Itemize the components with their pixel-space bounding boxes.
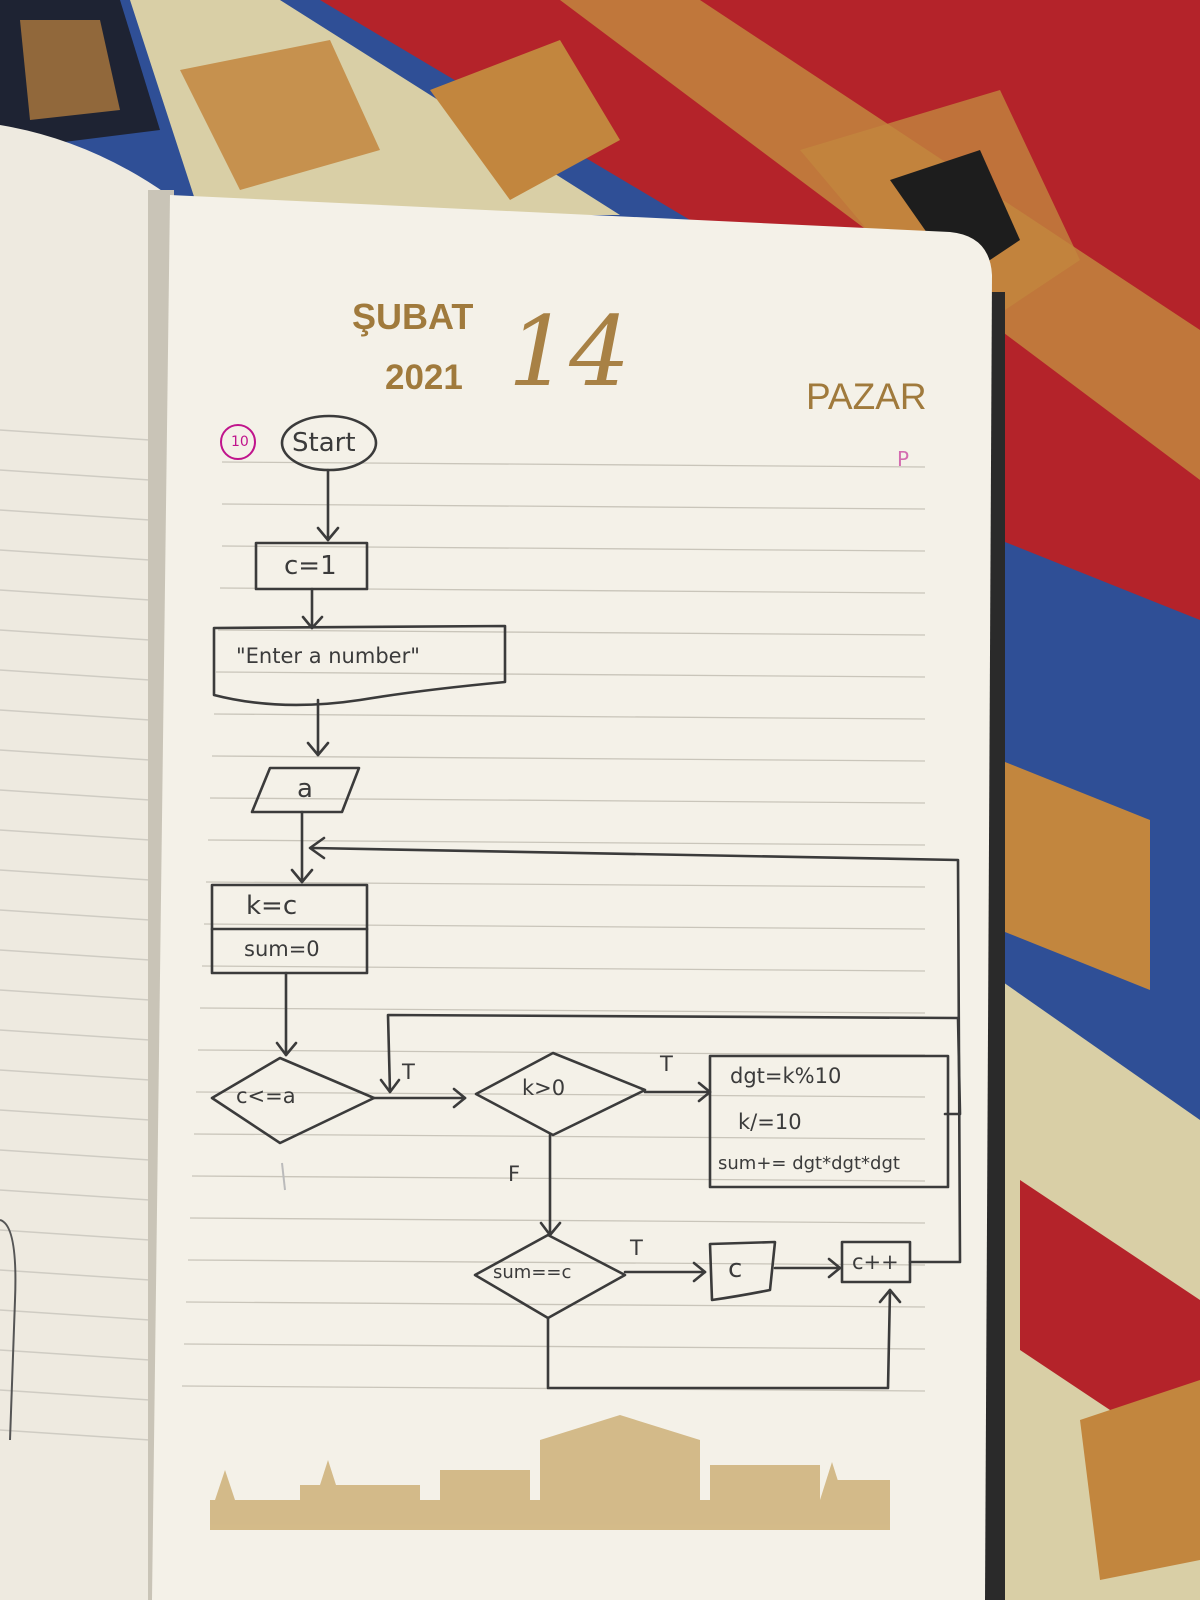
right-page-lines	[181, 461, 926, 1392]
increment-label: c++	[852, 1250, 899, 1274]
cond-check-label: sum==c	[493, 1262, 572, 1283]
day-name: PAZAR	[806, 376, 927, 417]
increment-box	[840, 1240, 912, 1284]
label-true-outer: T	[402, 1060, 415, 1084]
palace-skyline-illustration	[210, 1415, 890, 1530]
body-line-1: dgt=k%10	[730, 1064, 842, 1088]
flowchart-drawing	[210, 414, 962, 1390]
input-label: a	[297, 774, 313, 804]
reset-k-label: k=c	[246, 891, 298, 921]
left-page	[0, 125, 168, 1600]
right-page	[152, 195, 992, 1600]
corner-mark: P	[897, 447, 910, 471]
month-label: ŞUBAT	[352, 296, 474, 337]
year-label: 2021	[385, 358, 463, 397]
label-false-inner: F	[508, 1162, 521, 1186]
body-line-3: sum+= dgt*dgt*dgt	[718, 1153, 900, 1174]
decision-outer-diamond	[210, 1056, 376, 1145]
left-page-lines	[0, 429, 151, 1441]
left-page-pencil-mark	[0, 1219, 17, 1441]
output-label: c	[728, 1254, 743, 1284]
start-label: Start	[292, 428, 356, 458]
reset-sum-label: sum=0	[244, 937, 320, 961]
day-number: 14	[508, 296, 631, 408]
margin-note: 10	[231, 434, 249, 450]
cond-outer-label: c<=a	[236, 1084, 296, 1108]
init-label: c=1	[284, 551, 337, 581]
label-true-check: T	[630, 1236, 643, 1260]
label-true-inner: T	[660, 1052, 673, 1076]
faint-mark	[281, 1162, 286, 1191]
prompt-label: "Enter a number"	[236, 644, 420, 668]
body-line-2: k/=10	[738, 1110, 802, 1134]
prompt-display-shape	[212, 624, 507, 707]
input-parallelogram	[250, 766, 361, 814]
margin-note-circle	[220, 424, 256, 460]
body-box	[708, 1054, 950, 1189]
cond-inner-label: k>0	[522, 1076, 566, 1100]
output-display-shape	[708, 1240, 777, 1302]
decision-inner-diamond	[474, 1051, 647, 1137]
